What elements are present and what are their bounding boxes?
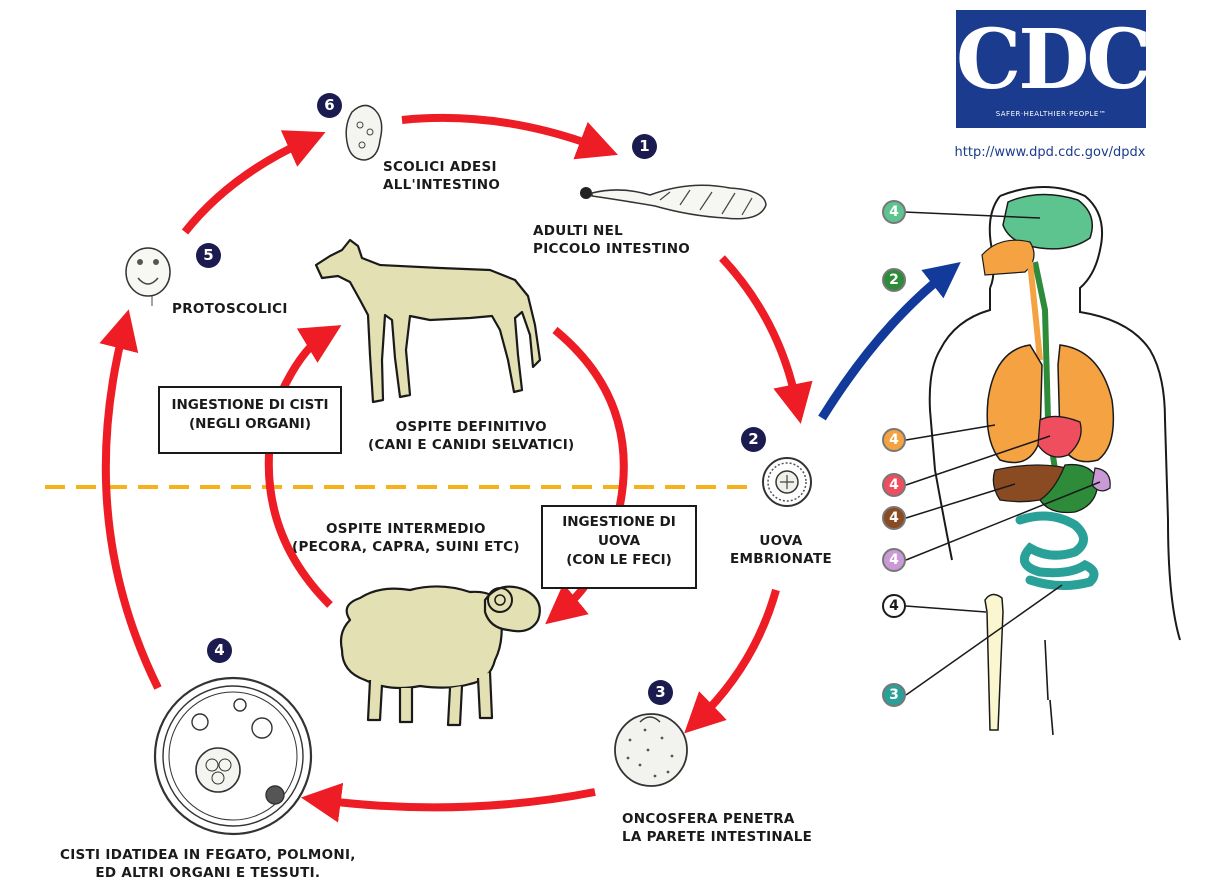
ingestion-eggs-box-line: UOVA [549,532,689,551]
cdc-url[interactable]: http://www.dpd.cdc.gov/dpdx [920,145,1180,160]
stage-6-label-line: ALL'INTESTINO [383,176,500,194]
scolex-illustration [346,105,381,160]
ingestion-cysts-box-line: (NEGLI ORGANI) [166,415,334,434]
stage-badge-4: 4 [207,638,232,663]
human-spleen [1092,468,1110,491]
ingestion-cysts-box-line: INGESTIONE DI CISTI [166,396,334,415]
human-marker-brain: 4 [882,200,906,224]
cdc-logo-tagline: SAFER·HEALTHIER·PEOPLE™ [956,110,1146,118]
ingestion-eggs-box-line: (CON LE FECI) [549,551,689,570]
stage-6-label: SCOLICI ADESI ALL'INTESTINO [383,158,500,194]
human-marker-liver: 4 [882,506,906,530]
protoscolex-illustration [126,248,170,306]
oncosphere-illustration [615,714,687,786]
arrow-3-to-4 [320,792,595,807]
dog-illustration [316,240,540,402]
stage-3-label: ONCOSFERA PENETRA LA PARETE INTESTINALE [622,810,812,846]
human-marker-intestine: 3 [882,683,906,707]
human-intestine [1020,516,1094,586]
stage-2-label: UOVA EMBRIONATE [730,532,832,568]
stage-6-label-line: SCOLICI ADESI [383,158,500,176]
stage-badge-5: 5 [196,243,221,268]
stage-4-label: CISTI IDATIDEA IN FEGATO, POLMONI, ED AL… [60,846,356,882]
cdc-logo-text: CDC [956,12,1146,108]
arrow-4-to-5 [106,328,158,688]
stage-badge-2: 2 [741,427,766,452]
arrow-6-to-1 [402,118,600,148]
definitive-host-label: OSPITE DEFINITIVO (CANI E CANIDI SELVATI… [368,418,575,454]
human-femur [985,594,1003,730]
stage-2-label-line: UOVA [730,532,832,550]
stage-2-label-line: EMBRIONATE [730,550,832,568]
stage-5-label-line: PROTOSCOLICI [172,300,288,318]
definitive-host-label-line: (CANI E CANIDI SELVATICI) [368,436,575,454]
adult-worm-illustration [580,185,766,219]
arrow-2-to-3 [698,590,776,720]
human-figure [930,187,1180,735]
intermediate-host-label: OSPITE INTERMEDIO (PECORA, CAPRA, SUINI … [292,520,520,556]
human-lung-left [987,345,1042,463]
human-marker-ingestion: 2 [882,268,906,292]
egg-illustration [763,458,811,506]
stage-1-label-line: PICCOLO INTESTINO [533,240,690,258]
human-marker-lung: 4 [882,428,906,452]
stage-badge-6: 6 [317,93,342,118]
stage-4-label-line: CISTI IDATIDEA IN FEGATO, POLMONI, [60,846,356,864]
human-marker-bone: 4 [882,594,906,618]
definitive-host-label-line: OSPITE DEFINITIVO [368,418,575,436]
human-nasal-cavity [982,240,1034,275]
sheep-illustration [341,586,540,725]
stage-3-label-line: ONCOSFERA PENETRA [622,810,812,828]
stage-5-label: PROTOSCOLICI [172,300,288,318]
human-marker-heart: 4 [882,473,906,497]
intermediate-host-label-line: OSPITE INTERMEDIO [292,520,520,538]
arrow-1-to-2 [722,258,797,405]
ingestion-eggs-box-line: INGESTIONE DI [549,513,689,532]
ingestion-eggs-box: INGESTIONE DI UOVA (CON LE FECI) [541,505,697,589]
hydatid-cyst-illustration [155,678,311,834]
stage-3-label-line: LA PARETE INTESTINALE [622,828,812,846]
stage-1-label: ADULTI NEL PICCOLO INTESTINO [533,222,690,258]
cdc-logo: CDC SAFER·HEALTHIER·PEOPLE™ [956,10,1146,128]
ingestion-cysts-box: INGESTIONE DI CISTI (NEGLI ORGANI) [158,386,342,454]
arrow-5-to-6 [185,140,308,232]
arrow-sheep-to-dog [269,335,330,605]
stage-badge-3: 3 [648,680,673,705]
intermediate-host-label-line: (PECORA, CAPRA, SUINI ETC) [292,538,520,556]
human-marker-spleen: 4 [882,548,906,572]
stage-badge-1: 1 [632,134,657,159]
stage-4-label-line: ED ALTRI ORGANI E TESSUTI. [60,864,356,882]
stage-1-label-line: ADULTI NEL [533,222,690,240]
